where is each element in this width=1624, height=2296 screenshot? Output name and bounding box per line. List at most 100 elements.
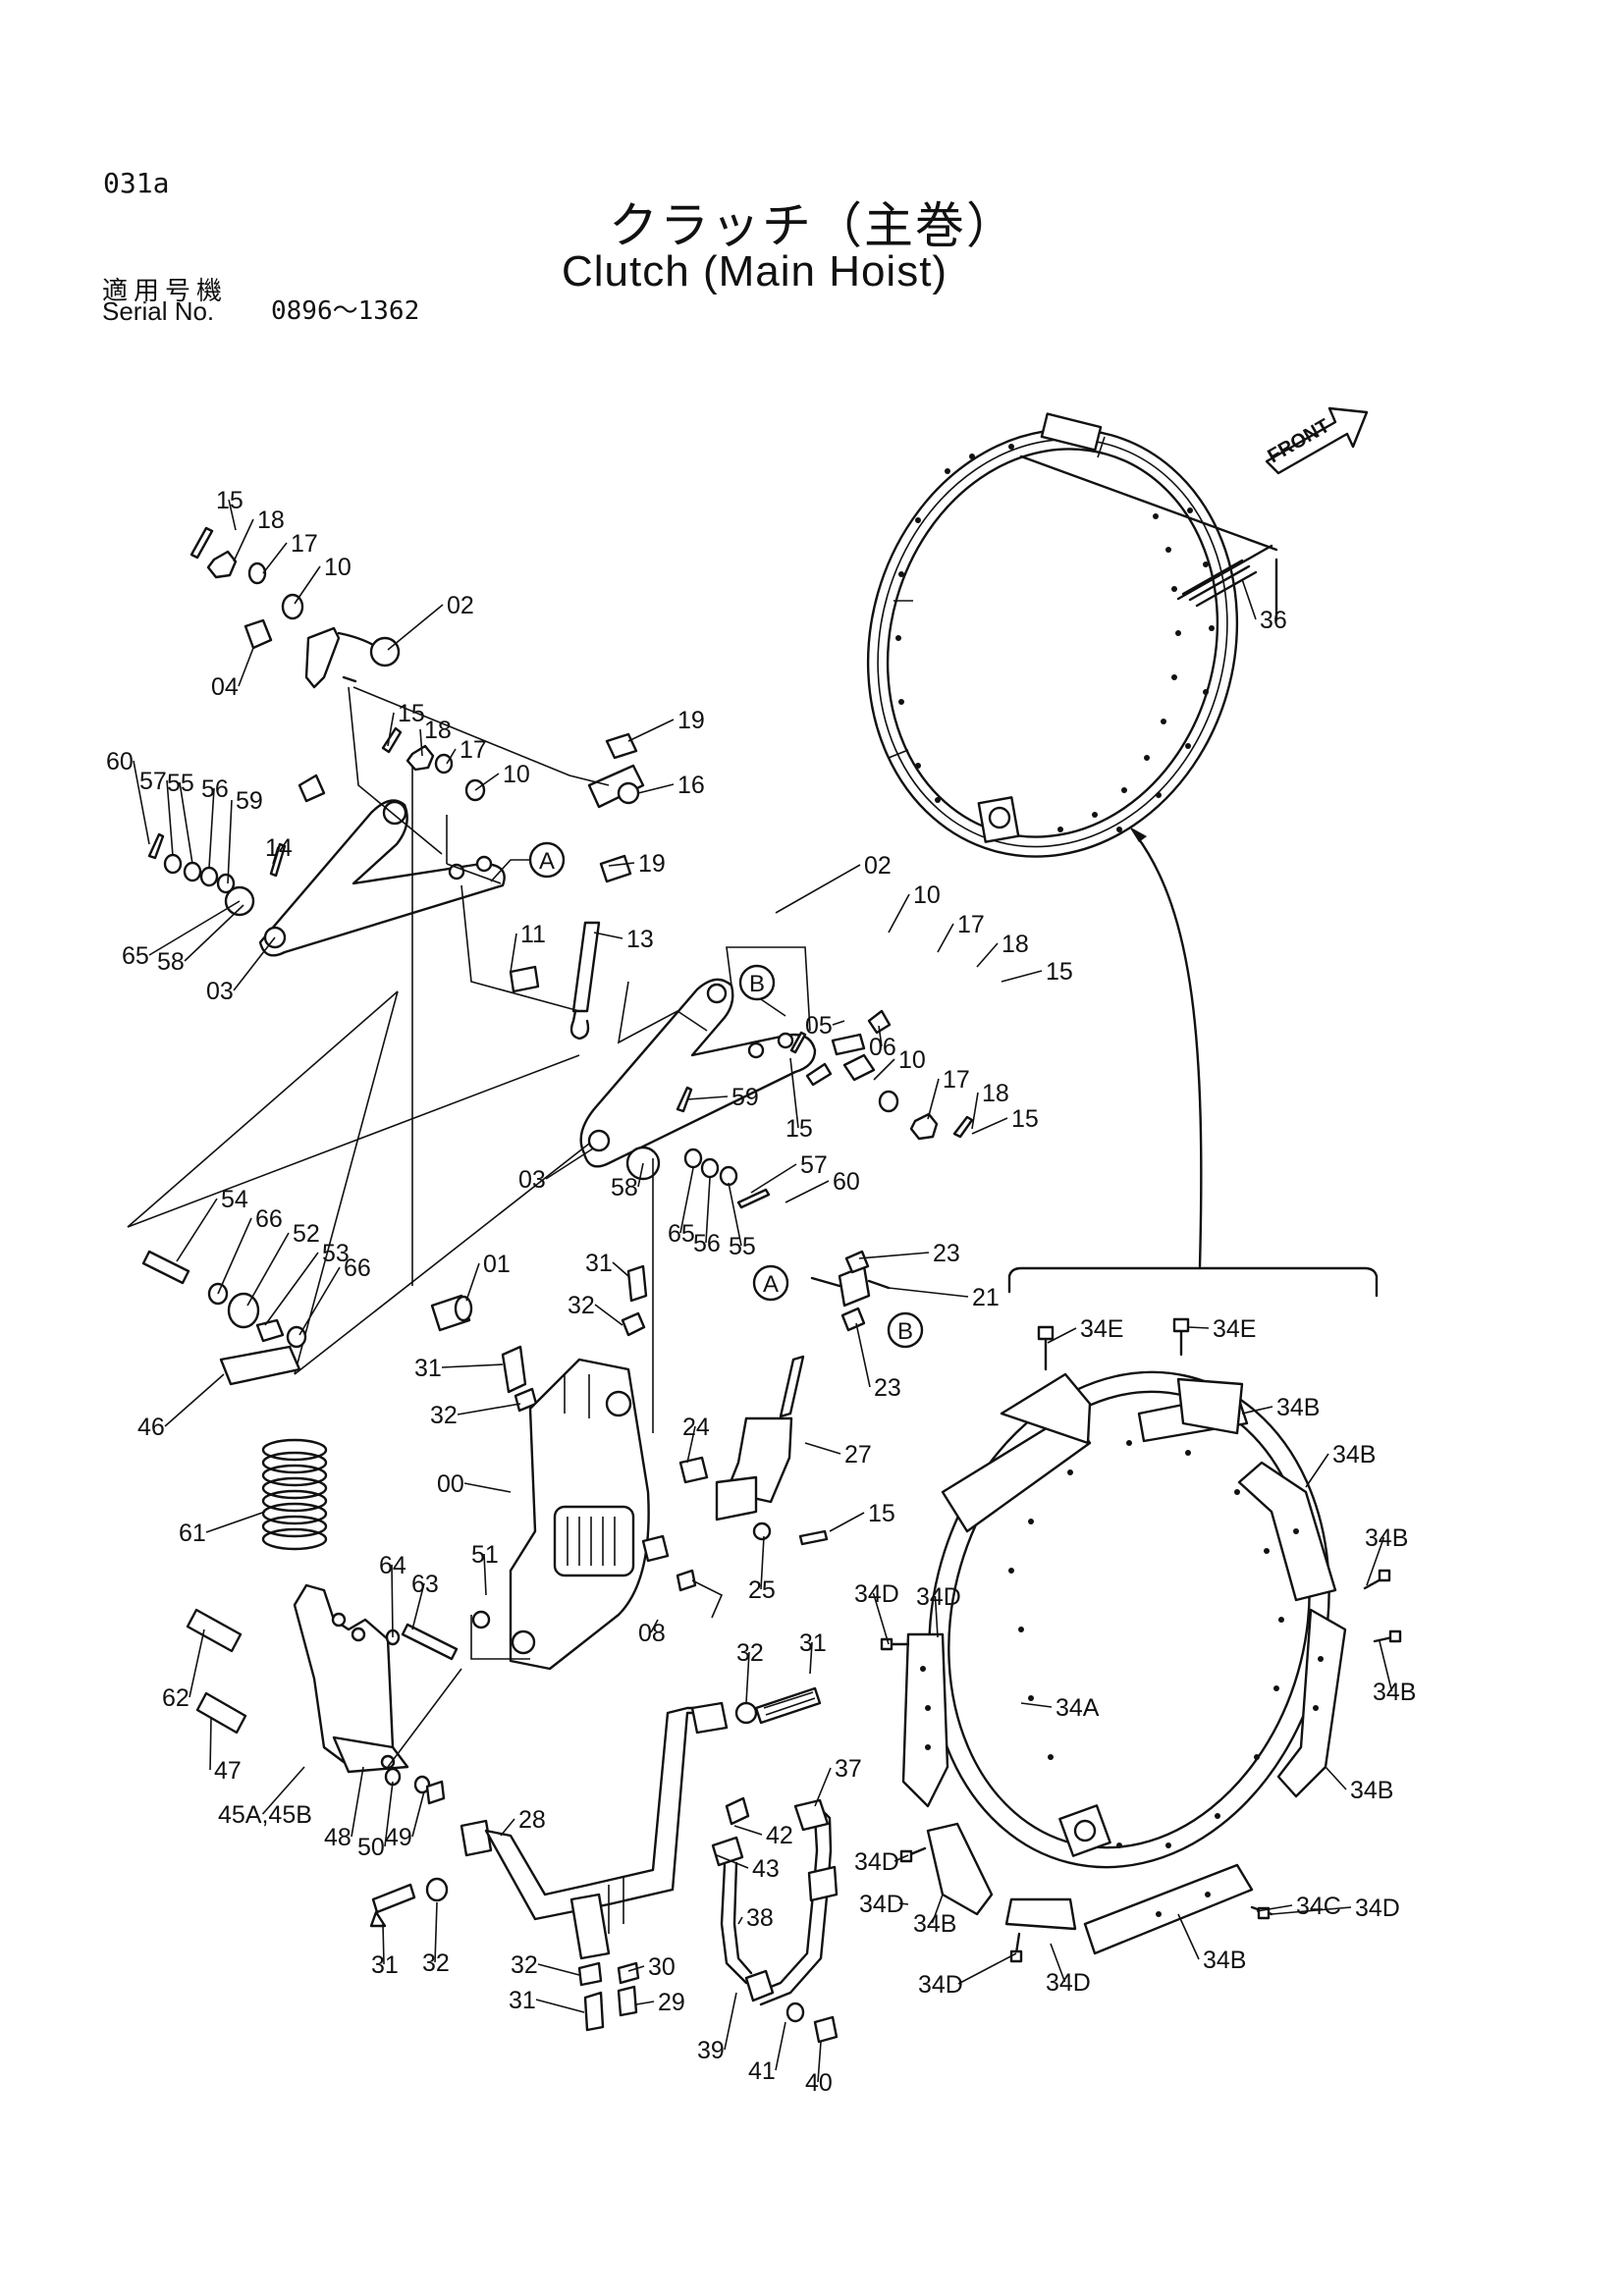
- part-label: 54: [221, 1186, 248, 1213]
- callout-A-lower: A: [752, 1264, 789, 1302]
- leader-line: [208, 787, 215, 869]
- part-label: 56: [201, 775, 229, 803]
- leader-line: [457, 1403, 521, 1415]
- part-label: 29: [658, 1989, 685, 2016]
- callout-A-lower-text: A: [763, 1271, 779, 1298]
- part-label: 34D: [918, 1971, 963, 1999]
- part-label: 02: [864, 852, 892, 880]
- part-label: 11: [520, 921, 546, 948]
- leader-line: [510, 933, 517, 973]
- leader-line: [745, 1651, 750, 1704]
- leader-line: [737, 1916, 743, 1925]
- brake-band-assembly: FRONT: [866, 406, 1369, 1268]
- part-label: 13: [626, 926, 654, 953]
- title-english: Clutch (Main Hoist): [562, 247, 948, 295]
- leader-line: [1325, 1766, 1347, 1790]
- leader-line: [971, 1092, 979, 1130]
- part-label: 34E: [1080, 1315, 1123, 1343]
- leader-line: [227, 799, 233, 884]
- leader-line: [500, 1818, 515, 1837]
- leader-line: [1241, 578, 1257, 620]
- leader-line: [593, 932, 623, 939]
- leader-line: [1177, 1913, 1200, 1960]
- leader-line: [411, 1790, 425, 1838]
- part-label: 50: [357, 1834, 385, 1861]
- leader-line: [387, 604, 444, 651]
- leader-line: [264, 1252, 319, 1326]
- leader-line: [733, 1825, 763, 1836]
- part-label: 41: [748, 2057, 776, 2085]
- leader-line: [351, 1766, 364, 1838]
- leader-line: [608, 862, 635, 867]
- leader-line: [650, 1619, 659, 1633]
- part-label: 39: [697, 2037, 725, 2064]
- leader-line: [434, 1901, 438, 1963]
- part-label: 34D: [1046, 1969, 1091, 1997]
- part-label: 38: [746, 1904, 774, 1932]
- leader-line: [1241, 1406, 1273, 1415]
- leader-line: [858, 1252, 930, 1259]
- leader-line: [164, 1373, 225, 1427]
- part-label: 32: [511, 1951, 538, 1979]
- title-japanese: クラッチ（主巻）: [609, 197, 1017, 254]
- part-label: 34D: [1355, 1895, 1400, 1922]
- part-label: 34D: [854, 1848, 899, 1876]
- part-label: 34B: [1332, 1441, 1376, 1468]
- leader-line: [441, 1363, 504, 1368]
- part-label: 32: [568, 1292, 595, 1319]
- part-label: 55: [729, 1233, 756, 1260]
- leader-line: [545, 1148, 594, 1180]
- part-label: 15: [1046, 958, 1073, 986]
- part-label: 16: [677, 772, 705, 799]
- leader-line: [1047, 1327, 1077, 1344]
- leader-line: [387, 712, 395, 747]
- part-label: 18: [424, 717, 452, 744]
- leader-line: [679, 1167, 694, 1234]
- leader-line: [817, 2041, 822, 2083]
- leader-line: [971, 1117, 1008, 1135]
- serial-range: 0896～1362: [271, 296, 420, 326]
- part-label: 60: [106, 748, 134, 775]
- part-label: 63: [411, 1571, 439, 1598]
- part-label: 19: [638, 850, 666, 878]
- leader-line: [898, 1902, 909, 1905]
- part-label: 15: [868, 1500, 895, 1527]
- part-label: 66: [255, 1205, 283, 1233]
- serial-label-english: Serial No.: [102, 296, 215, 326]
- part-label: 15: [398, 700, 425, 727]
- leader-line: [233, 936, 276, 991]
- serial-label-japanese: 適用号機: [102, 277, 229, 306]
- part-label: 52: [293, 1220, 320, 1248]
- part-label: 65: [122, 942, 149, 970]
- part-label: 03: [206, 978, 234, 1005]
- leader-line: [176, 1198, 218, 1262]
- part-label: 32: [430, 1402, 458, 1429]
- leader-line: [873, 1058, 895, 1081]
- leader-line: [272, 846, 279, 865]
- leader-line: [1187, 1326, 1210, 1329]
- part-label: 65: [668, 1220, 695, 1248]
- leader-line: [228, 499, 237, 531]
- part-label: 36: [1260, 607, 1287, 634]
- leader-line: [888, 1287, 969, 1298]
- page-code: 031a: [103, 167, 170, 199]
- part-label: 10: [913, 881, 941, 909]
- leader-line: [184, 904, 244, 962]
- brake-lining-set: [880, 1266, 1402, 1963]
- leader-line: [637, 783, 675, 794]
- leader-line: [785, 1180, 830, 1203]
- leader-line: [205, 1511, 266, 1533]
- part-label: 02: [447, 592, 474, 619]
- leader-line: [233, 518, 254, 562]
- part-label: 62: [162, 1684, 189, 1712]
- part-label: 43: [752, 1855, 780, 1883]
- leader-line: [872, 1592, 890, 1645]
- linkage-assembly: [127, 526, 974, 2044]
- leader-line: [686, 1095, 729, 1100]
- leader-line: [686, 1425, 696, 1464]
- part-label: 60: [833, 1168, 860, 1196]
- leader-line: [855, 1322, 871, 1388]
- callout-B-upper-text: B: [749, 971, 765, 997]
- part-label: 58: [157, 948, 185, 976]
- leader-line: [384, 1781, 394, 1847]
